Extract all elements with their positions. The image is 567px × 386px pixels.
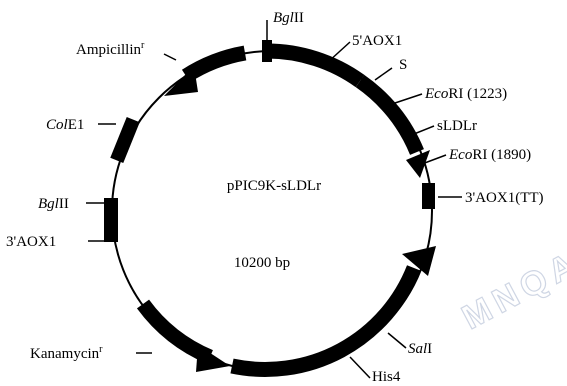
- his4-leader: [349, 356, 371, 379]
- label-sldlr: sLDLr: [437, 118, 477, 134]
- label-cole1: ColE1: [46, 117, 84, 133]
- label-bglii-left: BglII: [38, 196, 69, 212]
- ecori2-leader: [421, 154, 447, 165]
- label-s: S: [399, 57, 407, 73]
- label-ecori-1890: EcoRI (1890): [448, 147, 531, 163]
- sldlr-region: [355, 74, 424, 155]
- ampicillin-arrowhead: [164, 66, 198, 96]
- aox1-3-block: [104, 198, 118, 242]
- aox1-5-leader: [327, 41, 351, 63]
- aox1-tt-block: [422, 183, 435, 209]
- plasmid-name: pPIC9K-sLDLr: [227, 178, 321, 194]
- plasmid-size: 10200 bp: [234, 255, 290, 271]
- label-aox1-tt: 3'AOX1(TT): [465, 190, 544, 206]
- label-ecori-1223: EcoRI (1223): [424, 86, 507, 102]
- bglii-top-marker: [262, 40, 272, 62]
- ecori1-leader: [391, 93, 423, 105]
- label-his4: His4: [372, 369, 401, 385]
- his4-region: [230, 265, 421, 377]
- his4-arrowhead: [402, 246, 436, 276]
- kanamycin-arrowhead: [196, 345, 230, 372]
- sldlr-leader: [413, 125, 435, 135]
- label-kanamycin: Kanamycinr: [30, 344, 103, 362]
- label-bglii-top: BglII: [273, 10, 304, 26]
- label-ampicillin: Ampicillinr: [76, 40, 145, 58]
- cole1-block: [110, 116, 140, 164]
- sali-leader: [387, 332, 407, 349]
- aox1-5-region: [266, 43, 365, 88]
- watermark: MNQAU: [456, 229, 567, 337]
- label-sali: SalI: [408, 341, 432, 357]
- ampicillin-leader: [163, 53, 177, 61]
- s-leader: [374, 67, 393, 81]
- label-aox1-5: 5'AOX1: [352, 33, 402, 49]
- sldlr-arrowhead: [406, 150, 430, 178]
- label-aox1-3: 3'AOX1: [6, 234, 56, 250]
